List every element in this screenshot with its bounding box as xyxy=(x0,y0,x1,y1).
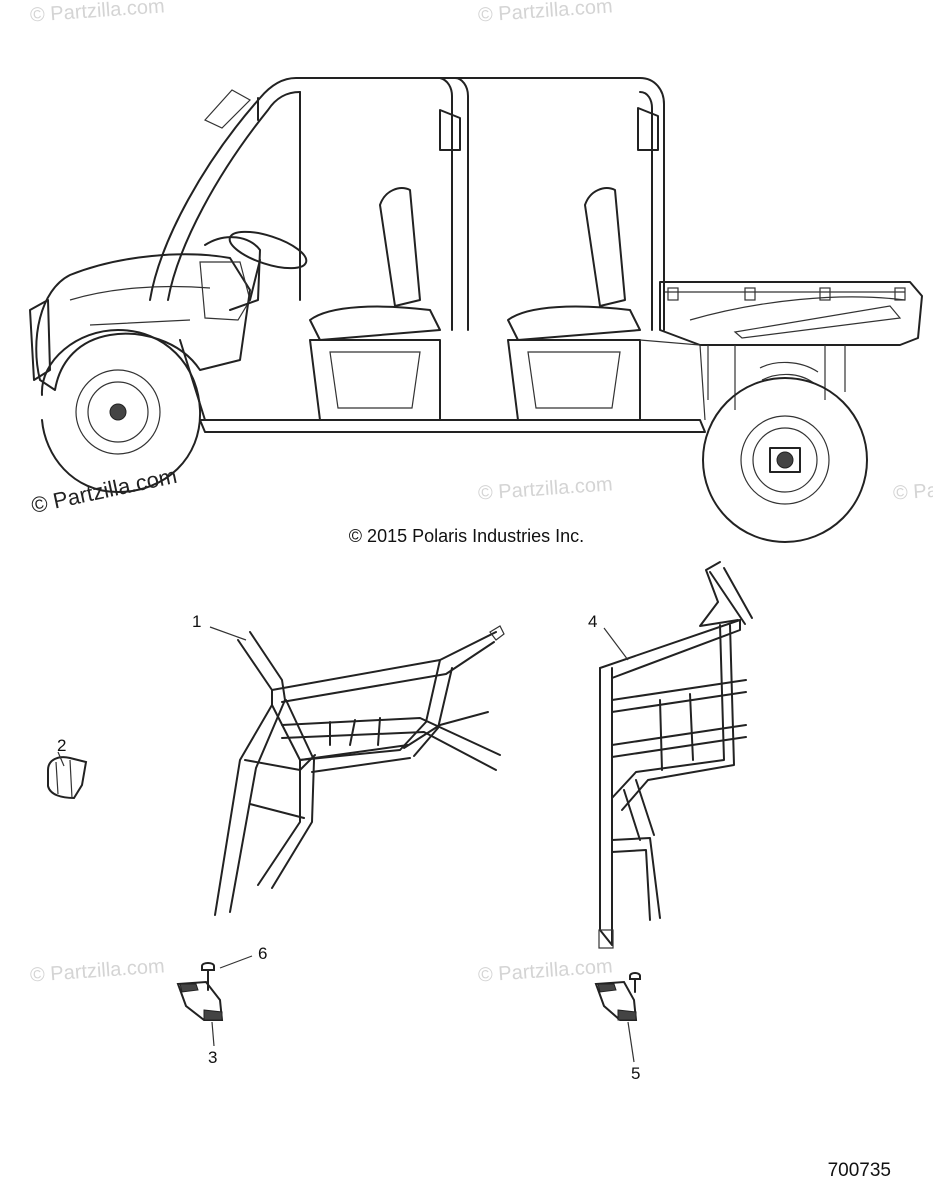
leader-line-2 xyxy=(57,751,65,767)
part-5-rear-hinge-bracket xyxy=(594,972,641,1021)
part-6-screw xyxy=(201,962,215,991)
callout-4: 4 xyxy=(588,612,598,631)
leader-line-4 xyxy=(603,627,629,661)
copyright-notice: © 2015 Polaris Industries Inc. xyxy=(348,526,585,546)
part-2-clip xyxy=(47,756,88,800)
leader-line-1 xyxy=(209,626,247,641)
callout-1: 1 xyxy=(192,612,202,631)
part-1-front-door-frame xyxy=(214,625,505,916)
callout-5: 5 xyxy=(631,1064,641,1083)
leader-line-3 xyxy=(211,1021,215,1047)
callout-2: 2 xyxy=(57,736,67,755)
part-4-rear-door-frame xyxy=(598,561,753,949)
leader-line-6 xyxy=(219,955,253,969)
callout-6: 6 xyxy=(258,944,268,963)
part-3-front-hinge-bracket xyxy=(176,980,224,1021)
vehicle-illustration xyxy=(29,77,923,543)
callout-3: 3 xyxy=(208,1048,218,1067)
figure-number: 700735 xyxy=(827,1160,891,1181)
leader-line-5 xyxy=(627,1021,635,1063)
